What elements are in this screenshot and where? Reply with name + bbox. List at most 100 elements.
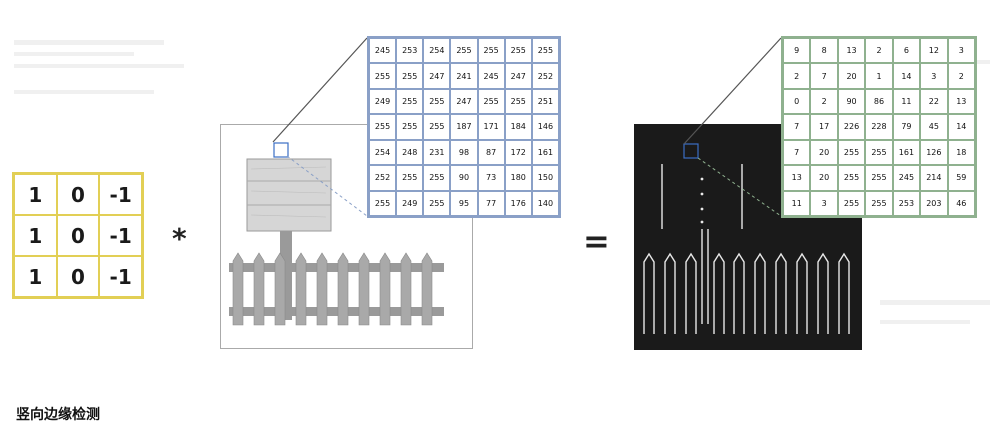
pixel-cell: 22 (920, 88, 948, 115)
pixel-cell: 214 (920, 165, 948, 191)
pixel-cell: 3 (947, 38, 975, 64)
pixel-cell: 252 (369, 165, 397, 191)
pixel-cell: 255 (423, 165, 451, 191)
kernel-cell: 1 (14, 256, 57, 297)
pixel-cell: 255 (450, 38, 478, 64)
pixel-cell: 252 (531, 63, 559, 89)
pixel-cell: 95 (450, 190, 478, 216)
pixel-cell: 0 (783, 88, 811, 115)
pixel-cell: 255 (837, 190, 866, 216)
pixel-cell: 8 (810, 38, 838, 64)
pixel-cell: 226 (837, 114, 866, 140)
pixel-cell: 248 (396, 139, 424, 166)
output-pixel-grid: 9 8 13 2 6 12 3 2 7 20 1 14 3 2 0 2 90 8… (781, 36, 977, 218)
pixel-cell: 2 (810, 88, 838, 115)
pixel-cell: 249 (396, 190, 424, 216)
pixel-cell: 254 (369, 139, 397, 166)
pixel-cell: 255 (396, 88, 424, 115)
pixel-cell: 2 (783, 63, 811, 89)
kernel-cell: 1 (14, 174, 57, 215)
pixel-cell: 255 (369, 114, 397, 140)
pixel-cell: 126 (920, 139, 948, 166)
pixel-cell: 11 (892, 88, 921, 115)
pixel-cell: 203 (920, 190, 948, 216)
kernel-cell: -1 (99, 215, 142, 256)
pixel-cell: 171 (477, 114, 505, 140)
figure-caption: 竖向边缘检测 (16, 407, 100, 423)
pixel-cell: 241 (450, 63, 478, 89)
pixel-cell: 245 (477, 63, 505, 89)
kernel-cell: -1 (99, 256, 142, 297)
pixel-cell: 245 (892, 165, 921, 191)
pixel-cell: 228 (865, 114, 893, 140)
pixel-cell: 254 (423, 38, 451, 64)
pixel-cell: 46 (947, 190, 975, 216)
pixel-cell: 247 (450, 88, 478, 115)
pixel-cell: 73 (477, 165, 505, 191)
pixel-cell: 231 (423, 139, 451, 166)
kernel-cell: 0 (56, 215, 100, 256)
pixel-cell: 255 (865, 190, 893, 216)
pixel-cell: 180 (504, 165, 532, 191)
pixel-cell: 172 (504, 139, 532, 166)
pixel-cell: 2 (947, 63, 975, 89)
pixel-cell: 251 (531, 88, 559, 115)
kernel-cell: 0 (56, 174, 100, 215)
pixel-cell: 3 (920, 63, 948, 89)
pixel-cell: 255 (477, 38, 505, 64)
pixel-cell: 255 (396, 165, 424, 191)
pixel-cell: 7 (810, 63, 838, 89)
pixel-cell: 255 (837, 139, 866, 166)
pixel-cell: 150 (531, 165, 559, 191)
pixel-cell: 3 (810, 190, 838, 216)
pixel-cell: 18 (947, 139, 975, 166)
pixel-cell: 245 (369, 38, 397, 64)
pixel-cell: 255 (477, 88, 505, 115)
pixel-cell: 255 (837, 165, 866, 191)
pixel-cell: 187 (450, 114, 478, 140)
pixel-cell: 255 (865, 165, 893, 191)
pixel-cell: 59 (947, 165, 975, 191)
kernel-cell: -1 (99, 174, 142, 215)
pixel-cell: 247 (504, 63, 532, 89)
pixel-cell: 2 (865, 38, 893, 64)
pixel-cell: 255 (423, 114, 451, 140)
vertical-edge-kernel: 1 0 -1 1 0 -1 1 0 -1 (12, 172, 144, 299)
pixel-cell: 255 (423, 190, 451, 216)
pixel-cell: 17 (810, 114, 838, 140)
pixel-cell: 255 (396, 114, 424, 140)
pixel-cell: 9 (783, 38, 811, 64)
pixel-cell: 253 (892, 190, 921, 216)
pixel-cell: 140 (531, 190, 559, 216)
pixel-cell: 247 (423, 63, 451, 89)
convolution-operator: * (172, 222, 187, 255)
kernel-cell: 1 (14, 215, 57, 256)
pixel-cell: 79 (892, 114, 921, 140)
pixel-cell: 161 (892, 139, 921, 166)
pixel-cell: 255 (865, 139, 893, 166)
pixel-cell: 146 (531, 114, 559, 140)
pixel-cell: 176 (504, 190, 532, 216)
pixel-cell: 45 (920, 114, 948, 140)
equals-operator: = (583, 222, 610, 260)
pixel-cell: 20 (837, 63, 866, 89)
pixel-cell: 86 (865, 88, 893, 115)
pixel-cell: 98 (450, 139, 478, 166)
pixel-cell: 255 (504, 88, 532, 115)
pixel-cell: 255 (369, 63, 397, 89)
pixel-cell: 249 (369, 88, 397, 115)
pixel-cell: 184 (504, 114, 532, 140)
pixel-cell: 255 (396, 63, 424, 89)
pixel-cell: 255 (531, 38, 559, 64)
pixel-cell: 1 (865, 63, 893, 89)
pixel-cell: 90 (837, 88, 866, 115)
pixel-cell: 11 (783, 190, 811, 216)
pixel-cell: 161 (531, 139, 559, 166)
pixel-cell: 77 (477, 190, 505, 216)
pixel-cell: 87 (477, 139, 505, 166)
pixel-cell: 13 (947, 88, 975, 115)
pixel-cell: 7 (783, 114, 811, 140)
input-pixel-grid: 245 253 254 255 255 255 255 255 255 247 … (367, 36, 561, 218)
pixel-cell: 14 (892, 63, 921, 89)
pixel-cell: 13 (783, 165, 811, 191)
